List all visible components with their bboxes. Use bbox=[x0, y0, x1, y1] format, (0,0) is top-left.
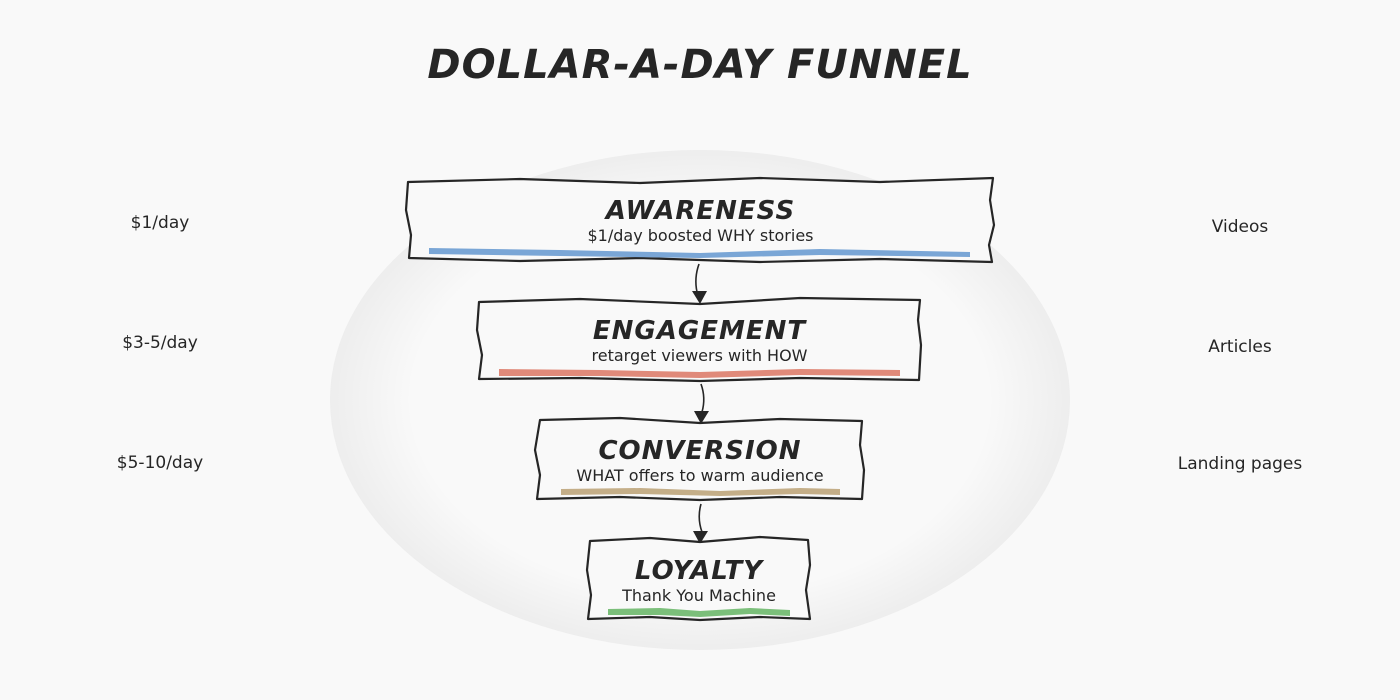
loyalty-box-outline bbox=[585, 535, 812, 622]
budget-label-awareness: $1/day bbox=[130, 213, 190, 233]
stage-awareness: AWARENESS $1/day boosted WHY stories bbox=[408, 196, 993, 246]
arrow-conversion-to-loyalty bbox=[693, 503, 708, 544]
content-label-conversion: Landing pages bbox=[1177, 454, 1303, 474]
stage-name: ENGAGEMENT bbox=[592, 316, 807, 346]
stage-name: AWARENESS bbox=[605, 196, 796, 226]
stage-description: Thank You Machine bbox=[622, 586, 776, 605]
stage-name: CONVERSION bbox=[598, 436, 802, 466]
stage-name: LOYALTY bbox=[634, 556, 764, 586]
stage-engagement: ENGAGEMENT retarget viewers with HOW bbox=[479, 316, 920, 366]
stage-loyalty: LOYALTY Thank You Machine bbox=[588, 556, 810, 606]
content-label-awareness: Videos bbox=[1211, 217, 1269, 237]
conversion-box-outline bbox=[533, 416, 866, 502]
stage-description: retarget viewers with HOW bbox=[591, 346, 808, 365]
awareness-box-outline bbox=[404, 176, 996, 264]
diagram-title: DOLLAR-A-DAY FUNNEL bbox=[427, 42, 973, 88]
content-label-engagement: Articles bbox=[1208, 337, 1272, 357]
budget-label-conversion: $5-10/day bbox=[116, 453, 204, 473]
arrow-awareness-to-engagement bbox=[692, 263, 707, 304]
budget-label-engagement: $3-5/day bbox=[122, 333, 198, 353]
stage-description: WHAT offers to warm audience bbox=[576, 466, 824, 485]
arrow-engagement-to-conversion bbox=[694, 383, 709, 424]
engagement-box-outline bbox=[475, 296, 923, 383]
stage-description: $1/day boosted WHY stories bbox=[587, 226, 814, 245]
stage-conversion: CONVERSION WHAT offers to warm audience bbox=[538, 436, 862, 486]
